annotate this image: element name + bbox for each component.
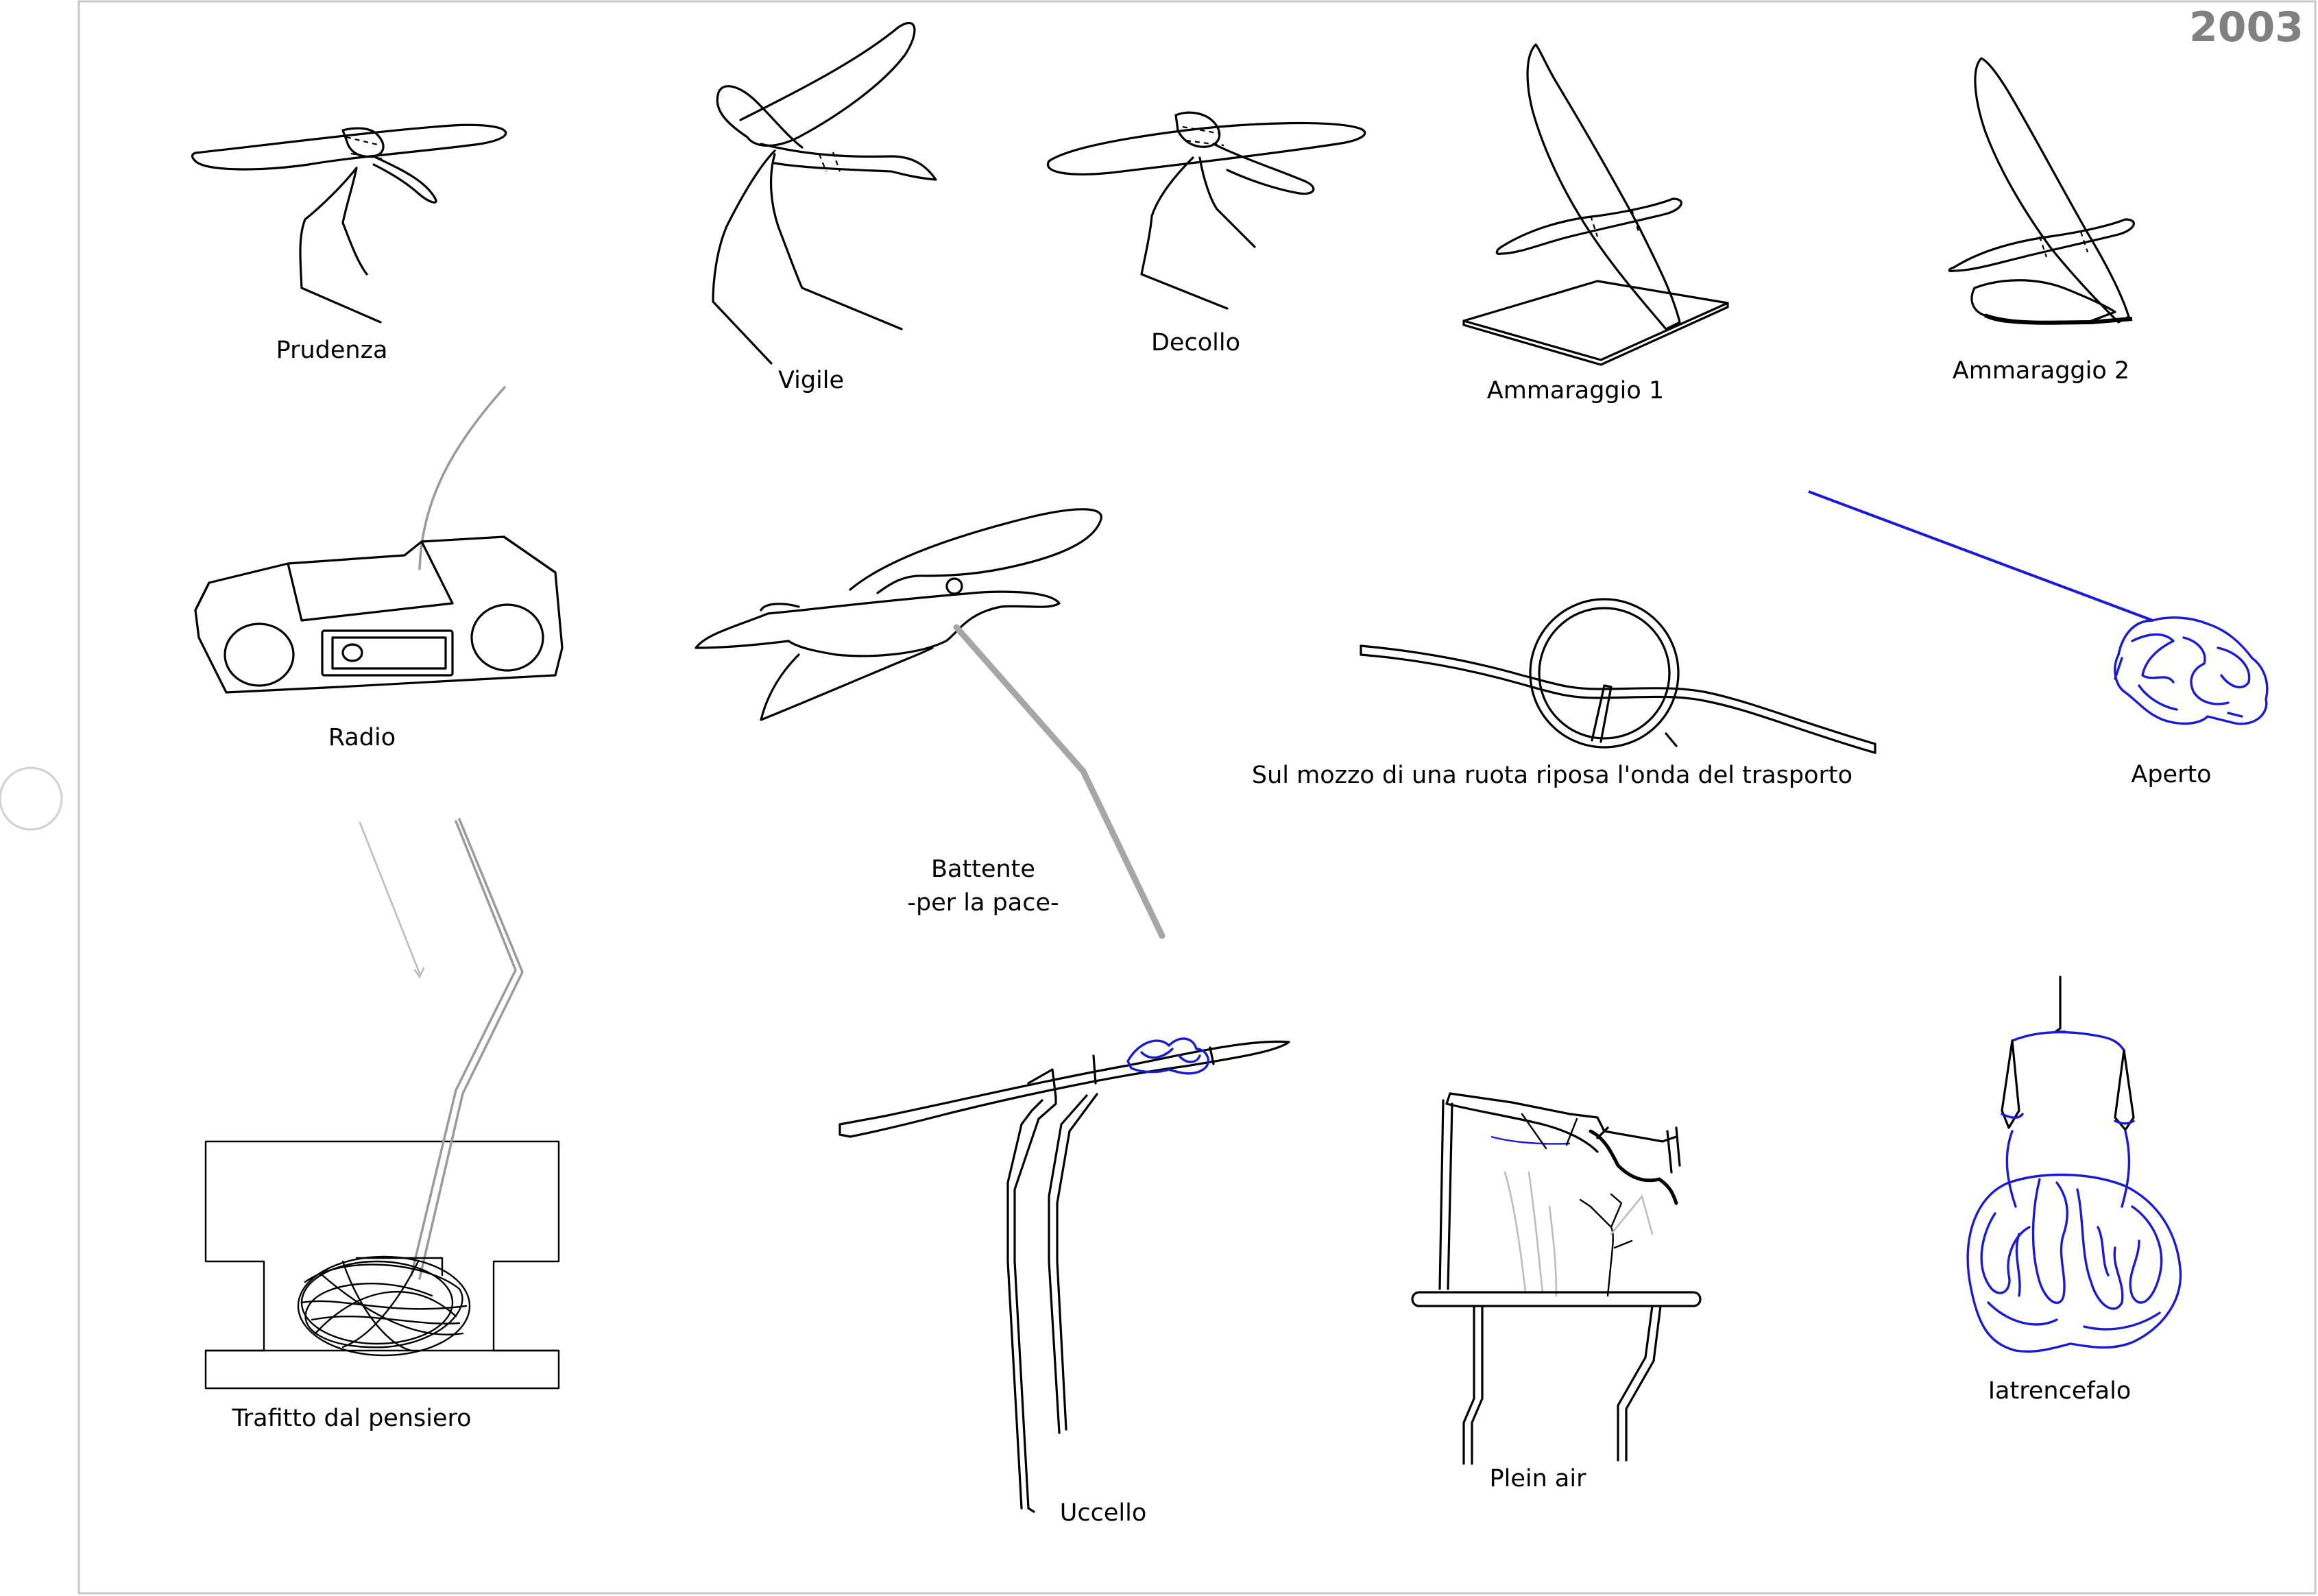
label-ammaraggio-2: Ammaraggio 2	[1953, 357, 2129, 385]
artwork-ammaraggio-2	[1948, 57, 2135, 325]
label-trafitto: Trafitto dal pensiero	[231, 1405, 471, 1432]
label-ruota: Sul mozzo di una ruota riposa l'onda del…	[1252, 762, 1852, 789]
label-battente-subtitle: -per la pace-	[907, 889, 1059, 917]
label-prudenza: Prudenza	[276, 337, 388, 364]
label-decollo: Decollo	[1151, 329, 1240, 356]
label-battente: Battente	[931, 856, 1035, 883]
artwork-trafitto	[204, 818, 560, 1390]
artwork-ruota	[1360, 598, 1876, 754]
artwork-ammaraggio-1	[1462, 43, 1729, 366]
label-iatrencefalo: Iatrencefalo	[1988, 1377, 2132, 1405]
label-ammaraggio-1: Ammaraggio 1	[1487, 377, 1664, 404]
artwork-battente	[695, 508, 1166, 939]
artwork-iatrencefalo	[1966, 976, 2182, 1353]
wire-tangle	[297, 1255, 471, 1357]
label-uccello: Uccello	[1060, 1499, 1147, 1527]
year-label: 2003	[2189, 3, 2304, 51]
label-vigile: Vigile	[778, 367, 844, 394]
artwork-aperto	[1808, 490, 2269, 725]
artwork-decollo	[1046, 111, 1366, 310]
label-aperto: Aperto	[2131, 761, 2211, 788]
artwork-uccello	[838, 1037, 1290, 1513]
label-radio: Radio	[328, 724, 396, 751]
artwork-vigile	[712, 22, 937, 365]
artwork-prudenza	[191, 123, 507, 324]
artwork-radio	[194, 386, 564, 694]
label-plein-air: Plein air	[1490, 1465, 1587, 1492]
artwork-plein-air	[1411, 1092, 1702, 1465]
